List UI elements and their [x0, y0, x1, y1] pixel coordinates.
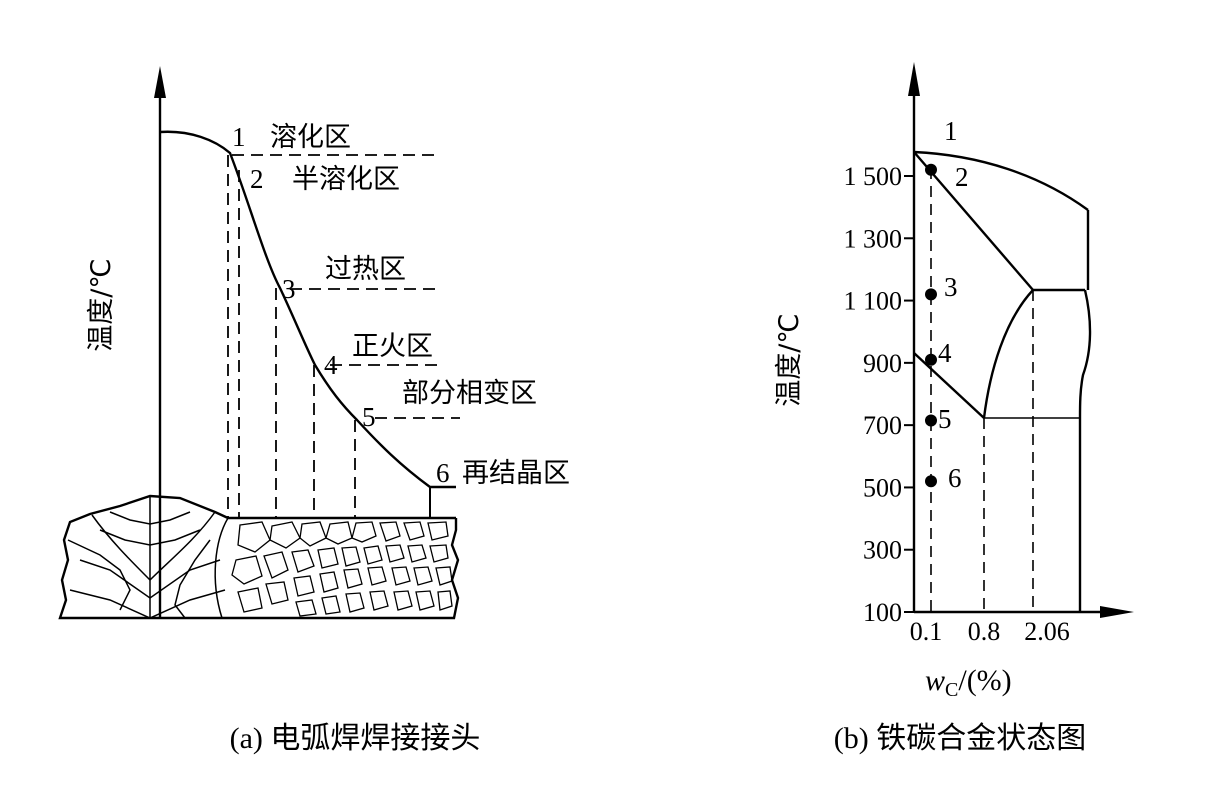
zone-5-label: 部分相变区	[402, 378, 537, 409]
panel-b-y-tick-marks	[904, 175, 914, 613]
zone-2-number: 2	[250, 164, 264, 194]
phase-diagram-lines	[913, 150, 1092, 612]
panel-b-y-axis-arrow	[908, 62, 920, 96]
y-tick-label: 100	[863, 598, 902, 627]
panel-b: 1 500 1 300 1 100 900 700 500 300 100 0.1 0.8 2…	[774, 62, 1134, 755]
weld-cross-section-illustration	[58, 494, 460, 620]
x-axis-label-rest: /(%)	[958, 664, 1011, 697]
liquidus-curve	[913, 150, 1089, 211]
data-point	[925, 163, 937, 176]
zone-2-label: 半溶化区	[292, 164, 400, 195]
panel-b-points	[925, 163, 937, 488]
x-tick-label-0.8: 0.8	[968, 617, 1001, 646]
panel-b-x-axis-label: wC/(%)	[925, 664, 1012, 701]
y-tick-label: 500	[863, 473, 902, 502]
zone-3-number: 3	[282, 274, 296, 304]
zone-4-number: 4	[324, 350, 338, 380]
zone-6-number: 6	[436, 458, 450, 488]
zone-3-label: 过热区	[325, 254, 406, 285]
panel-a-y-axis-label: 温度/℃	[86, 258, 117, 351]
point-label-1: 1	[944, 116, 958, 146]
zone-6-label: 再结晶区	[462, 458, 570, 489]
y-tick-label: 1 500	[844, 162, 903, 191]
zone-4-label: 正火区	[352, 331, 433, 362]
panel-b-y-axis-label: 温度/℃	[774, 313, 805, 406]
point-label-5: 5	[938, 404, 952, 434]
x-axis-label-sub: C	[945, 679, 958, 701]
y-tick-label: 700	[863, 411, 902, 440]
panel-b-caption: (b) 铁碳合金状态图	[834, 722, 1086, 755]
x-tick-label-2.06: 2.06	[1024, 617, 1070, 646]
zone-1-number: 1	[232, 122, 246, 152]
point-label-6: 6	[948, 463, 962, 493]
data-point	[925, 353, 937, 366]
acm-curve	[982, 289, 1034, 419]
data-point	[925, 414, 937, 427]
y-tick-label: 1 100	[844, 287, 903, 316]
panel-a-zone-lines	[232, 154, 460, 419]
panel-a-caption: (a) 电弧焊焊接接头	[230, 722, 481, 755]
panel-a-drop-lines	[227, 155, 356, 518]
panel-b-y-tick-labels: 1 500 1 300 1 100 900 700 500 300 100	[844, 162, 903, 627]
right-boundary-bulge	[1078, 289, 1092, 419]
a3-line	[913, 352, 985, 419]
x-axis-label-w: w	[925, 664, 945, 697]
point-label-3: 3	[944, 272, 958, 302]
x-tick-label-0.1: 0.1	[910, 617, 943, 646]
y-tick-label: 900	[863, 349, 902, 378]
panel-a-y-axis-arrow	[154, 66, 166, 98]
panel-b-x-axis-arrow	[1100, 606, 1134, 618]
point-label-2: 2	[955, 162, 969, 192]
data-point	[925, 288, 937, 301]
point-label-4: 4	[938, 338, 952, 368]
panel-a: 温度/℃ 1 溶化区 2 半溶化区 3 过热区 4 正火区 5 部分相变区 6	[58, 66, 570, 755]
data-point	[925, 475, 937, 488]
zone-1-label: 溶化区	[270, 122, 351, 153]
y-tick-label: 1 300	[844, 224, 903, 253]
panel-a-temperature-curve	[159, 130, 456, 489]
zone-5-number: 5	[362, 402, 376, 432]
y-tick-label: 300	[863, 536, 902, 565]
